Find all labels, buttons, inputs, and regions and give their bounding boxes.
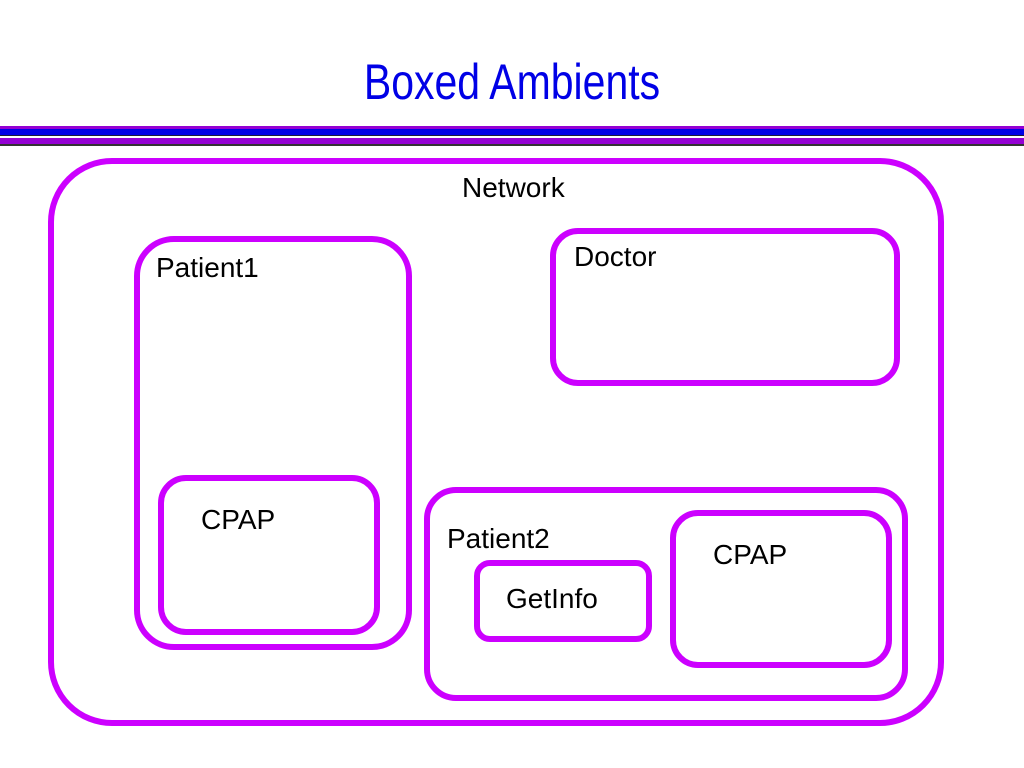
network-label: Network: [462, 172, 565, 203]
patient2-ambient: [424, 487, 908, 701]
getinfo-label: GetInfo: [506, 583, 598, 614]
getinfo-ambient: [474, 560, 652, 642]
patient1-cpap-label: CPAP: [201, 504, 276, 535]
title-rule-edge: [0, 144, 1024, 146]
patient1-label: Patient1: [156, 252, 259, 283]
title-rule-gap: [0, 135, 1024, 136]
patient1-ambient: [134, 236, 412, 650]
doctor-label: Doctor: [574, 241, 657, 272]
patient2-cpap-label: CPAP: [713, 539, 788, 570]
network-ambient: [48, 158, 944, 726]
patient1-cpap-ambient: [158, 475, 380, 635]
patient2-label: Patient2: [447, 523, 550, 554]
patient2-cpap-ambient: [670, 510, 892, 668]
doctor-ambient: [550, 228, 900, 386]
title-rule-bottom: [0, 138, 1024, 144]
slide-title: Boxed Ambients: [363, 54, 661, 110]
title-rule-middle: [0, 129, 1024, 135]
title-rule-top: [0, 126, 1024, 129]
